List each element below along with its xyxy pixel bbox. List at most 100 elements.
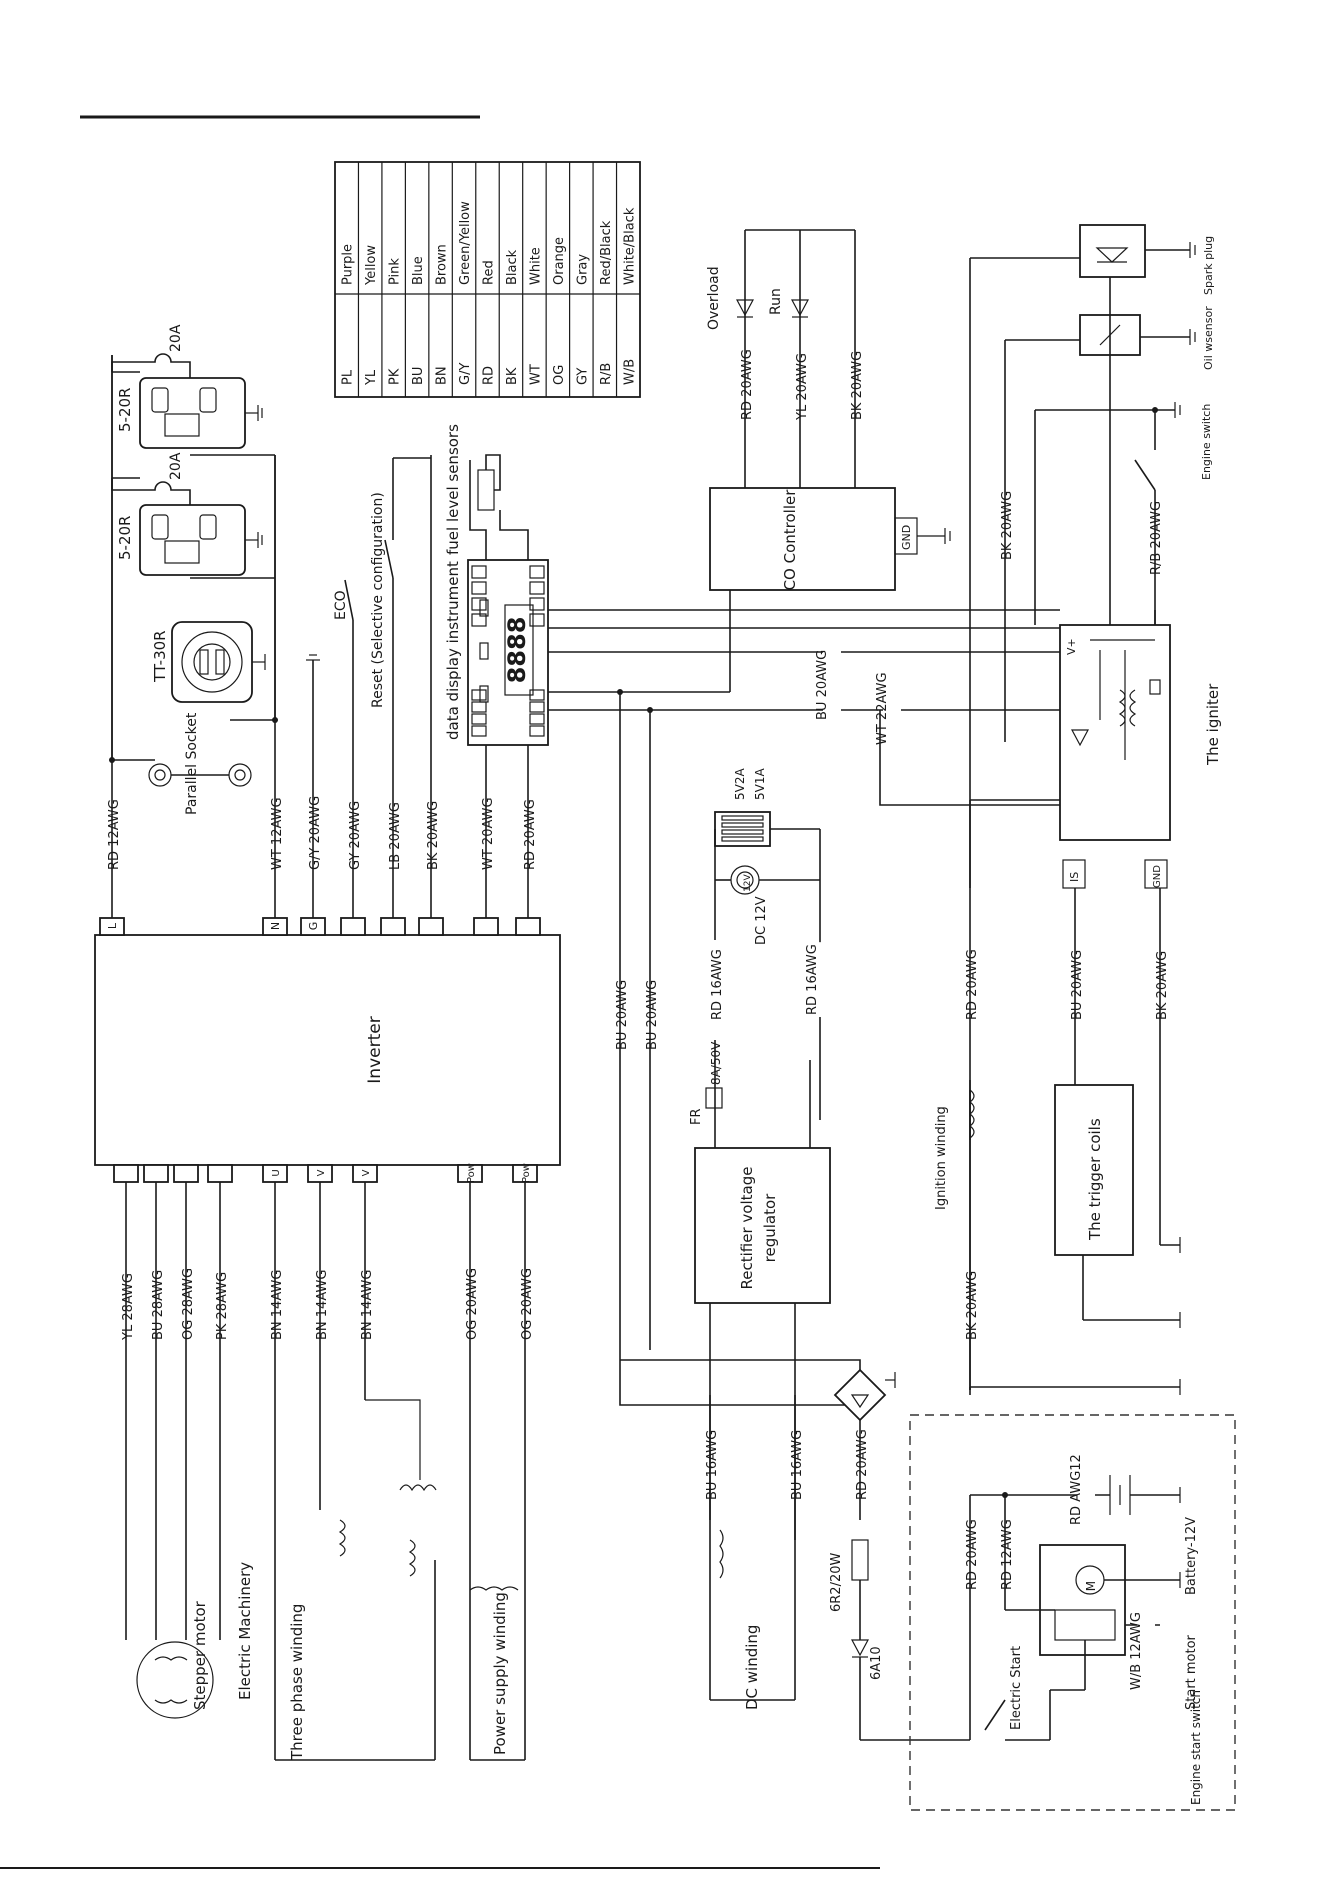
wire-label-bg [115,797,133,872]
wire-label: BU 20AWG [1070,950,1085,1020]
wire-label: YL 28AWG [121,1273,136,1341]
spark-plug-label: Spark plug [1202,236,1215,295]
oil-sensor-label: Oil wsensor [1202,306,1215,370]
wire-label: PK 28AWG [215,1272,230,1340]
battery-label: Battery-12V [1184,1517,1199,1595]
start-motor-m: M [1084,1581,1098,1591]
inverter-top-pin [473,917,499,936]
wire-label: WT 20AWG [481,797,496,870]
inverter-bottom-pin [173,1164,199,1183]
legend-color-name: Purple [341,244,356,285]
start-motor-label: Start motor [1184,1634,1199,1710]
wire-label-bg [1157,498,1175,577]
display-pin [471,597,487,611]
inverter-box [94,934,561,1166]
data-display-instrument: 8888 data display instrument fuel level … [444,424,549,746]
wire-label-bg [278,1267,296,1342]
wire-label-bg [1137,1610,1155,1692]
legend-color-name: White/Black [622,207,637,285]
wire-label: YL 20AWG [795,353,810,421]
inverter-label: Inverter [365,1016,385,1083]
wire-label: RD 12AWG [1000,1519,1015,1590]
reset-label: Reset (Selective configuration) [370,492,386,708]
igniter-gnd-label: GND [1152,865,1163,888]
data-display-label: data display instrument [444,561,462,740]
wire-label-bg [973,1517,991,1592]
run-led [791,299,809,317]
igniter-box [1059,624,1171,841]
usb-b-label: 5V1A [753,768,767,800]
wire-label: RD 20AWG [740,349,755,420]
wire-label: BK 20AWG [1000,491,1015,560]
wire-label-bg [528,1265,546,1342]
wire-label: RD 16AWG [805,944,820,1015]
legend-color-name: Pink [388,258,403,285]
wire-label-bg [718,947,736,1022]
fuse-b-label: 20A [168,452,184,480]
parallel-socket-terminal-1[interactable] [148,763,172,787]
rectifier-box [694,1147,831,1304]
engine-sensors: Spark plug Oil wsensor Engine switch [879,224,1215,1390]
wire-label: RD 20AWG [855,1429,870,1500]
wire-label: RD 20AWG [523,799,538,870]
display-pin [529,725,545,737]
legend-frame [334,161,641,398]
wire-label: G/Y 20AWG [308,796,323,870]
wire-label: OG 28AWG [181,1268,196,1340]
legend-code: BU [411,367,426,385]
wire-label: BU 16AWG [790,1430,805,1500]
usb-ports[interactable] [714,811,771,847]
wire-label-bg [223,1269,241,1342]
wire-label-bg [1008,488,1026,562]
wire-label-bg [973,947,991,1022]
wire-label-bg [278,795,296,872]
display-pin [471,725,487,737]
parallel-socket-terminal-2[interactable] [228,763,252,787]
wire-label: BK 20AWG [965,1271,980,1340]
inverter-pin-label: U [271,1169,282,1176]
wire-label-bg [323,1267,341,1342]
legend-color-name: Gray [575,254,590,285]
wire-label: BU 20AWG [815,650,830,720]
wire-label-bg [531,797,549,872]
inverter-bottom-pin [207,1164,233,1183]
wire-label: BK 20AWG [850,351,865,420]
wire-label-bg [396,800,414,872]
wire-label: OG 20AWG [465,1268,480,1340]
tt30r-socket[interactable] [171,621,253,703]
legend-code: BK [505,367,520,385]
display-window [504,604,534,696]
wire-label: BN 14AWG [360,1270,375,1340]
legend-color-name: Yellow [364,245,379,286]
wire-label-bg [883,670,901,747]
diode-label: 6A10 [869,1646,884,1680]
wire-label-bg [434,798,452,872]
wire-label-bg [189,1265,207,1342]
legend-code: PL [341,369,356,385]
wire-label-bg [473,1265,491,1342]
inverter-pin-label: Pow [521,1163,532,1183]
wire-label-bg [713,1427,731,1502]
wire-label-bg [1077,1452,1095,1527]
wire-label: GY 20AWG [348,801,363,870]
wire-label: W/B 12AWG [1129,1612,1144,1690]
legend-color-name: Red/Black [599,220,614,285]
legend-code: G/Y [458,363,473,385]
wire-label-bg [489,795,507,872]
inverter-top-pin [515,917,541,936]
display-pin [529,581,545,595]
wire-label-bg [973,1268,991,1342]
generator-windings: Stepper motor Electric Machinery Three p… [125,1182,526,1761]
wire-label: BU 28AWG [151,1270,166,1340]
rectifier-label-line2: regulator [761,1193,779,1263]
display-pin [471,565,487,579]
wire-label-bg [159,1267,177,1342]
igniter-vplus: V+ [1065,638,1078,655]
wire-label: R/B 20AWG [1149,501,1164,575]
outlet-a-label: 5-20R [116,388,134,432]
inverter-pin-label: V [316,1169,327,1176]
wire-label: WT 12AWG [270,797,285,870]
wire-label: BU 20AWG [645,980,660,1050]
wire-label: RD 16AWG [710,949,725,1020]
